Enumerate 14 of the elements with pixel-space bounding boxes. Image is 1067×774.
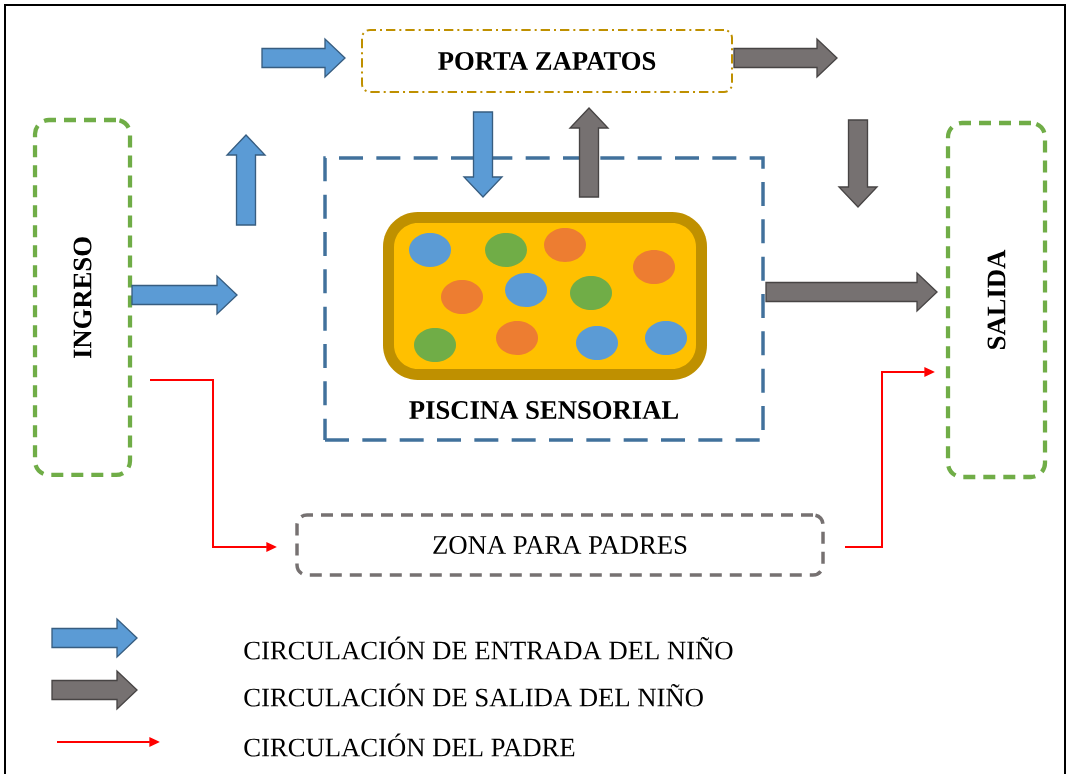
block-arrow [733,37,838,79]
legend-label: CIRCULACIÓN DE SALIDA DEL NIÑO [244,683,703,707]
block-arrow [765,271,938,313]
block-arrow [131,274,238,316]
entrance-box: INGRESO [32,117,133,478]
block-arrow [462,111,504,198]
exit-box: SALIDA [945,120,1048,480]
legend-label: CIRCULACIÓN DE ENTRADA DEL NIÑO [244,636,733,660]
block-arrow [261,37,346,79]
legend-label: CIRCULACIÓN DEL PADRE [244,733,575,757]
area-box: PORTA ZAPATOS [361,29,733,93]
area-box: PISCINA SENSORIAL [323,156,765,442]
area-box: ZONA PARA PADRES [295,513,825,577]
block-arrow [568,107,610,198]
